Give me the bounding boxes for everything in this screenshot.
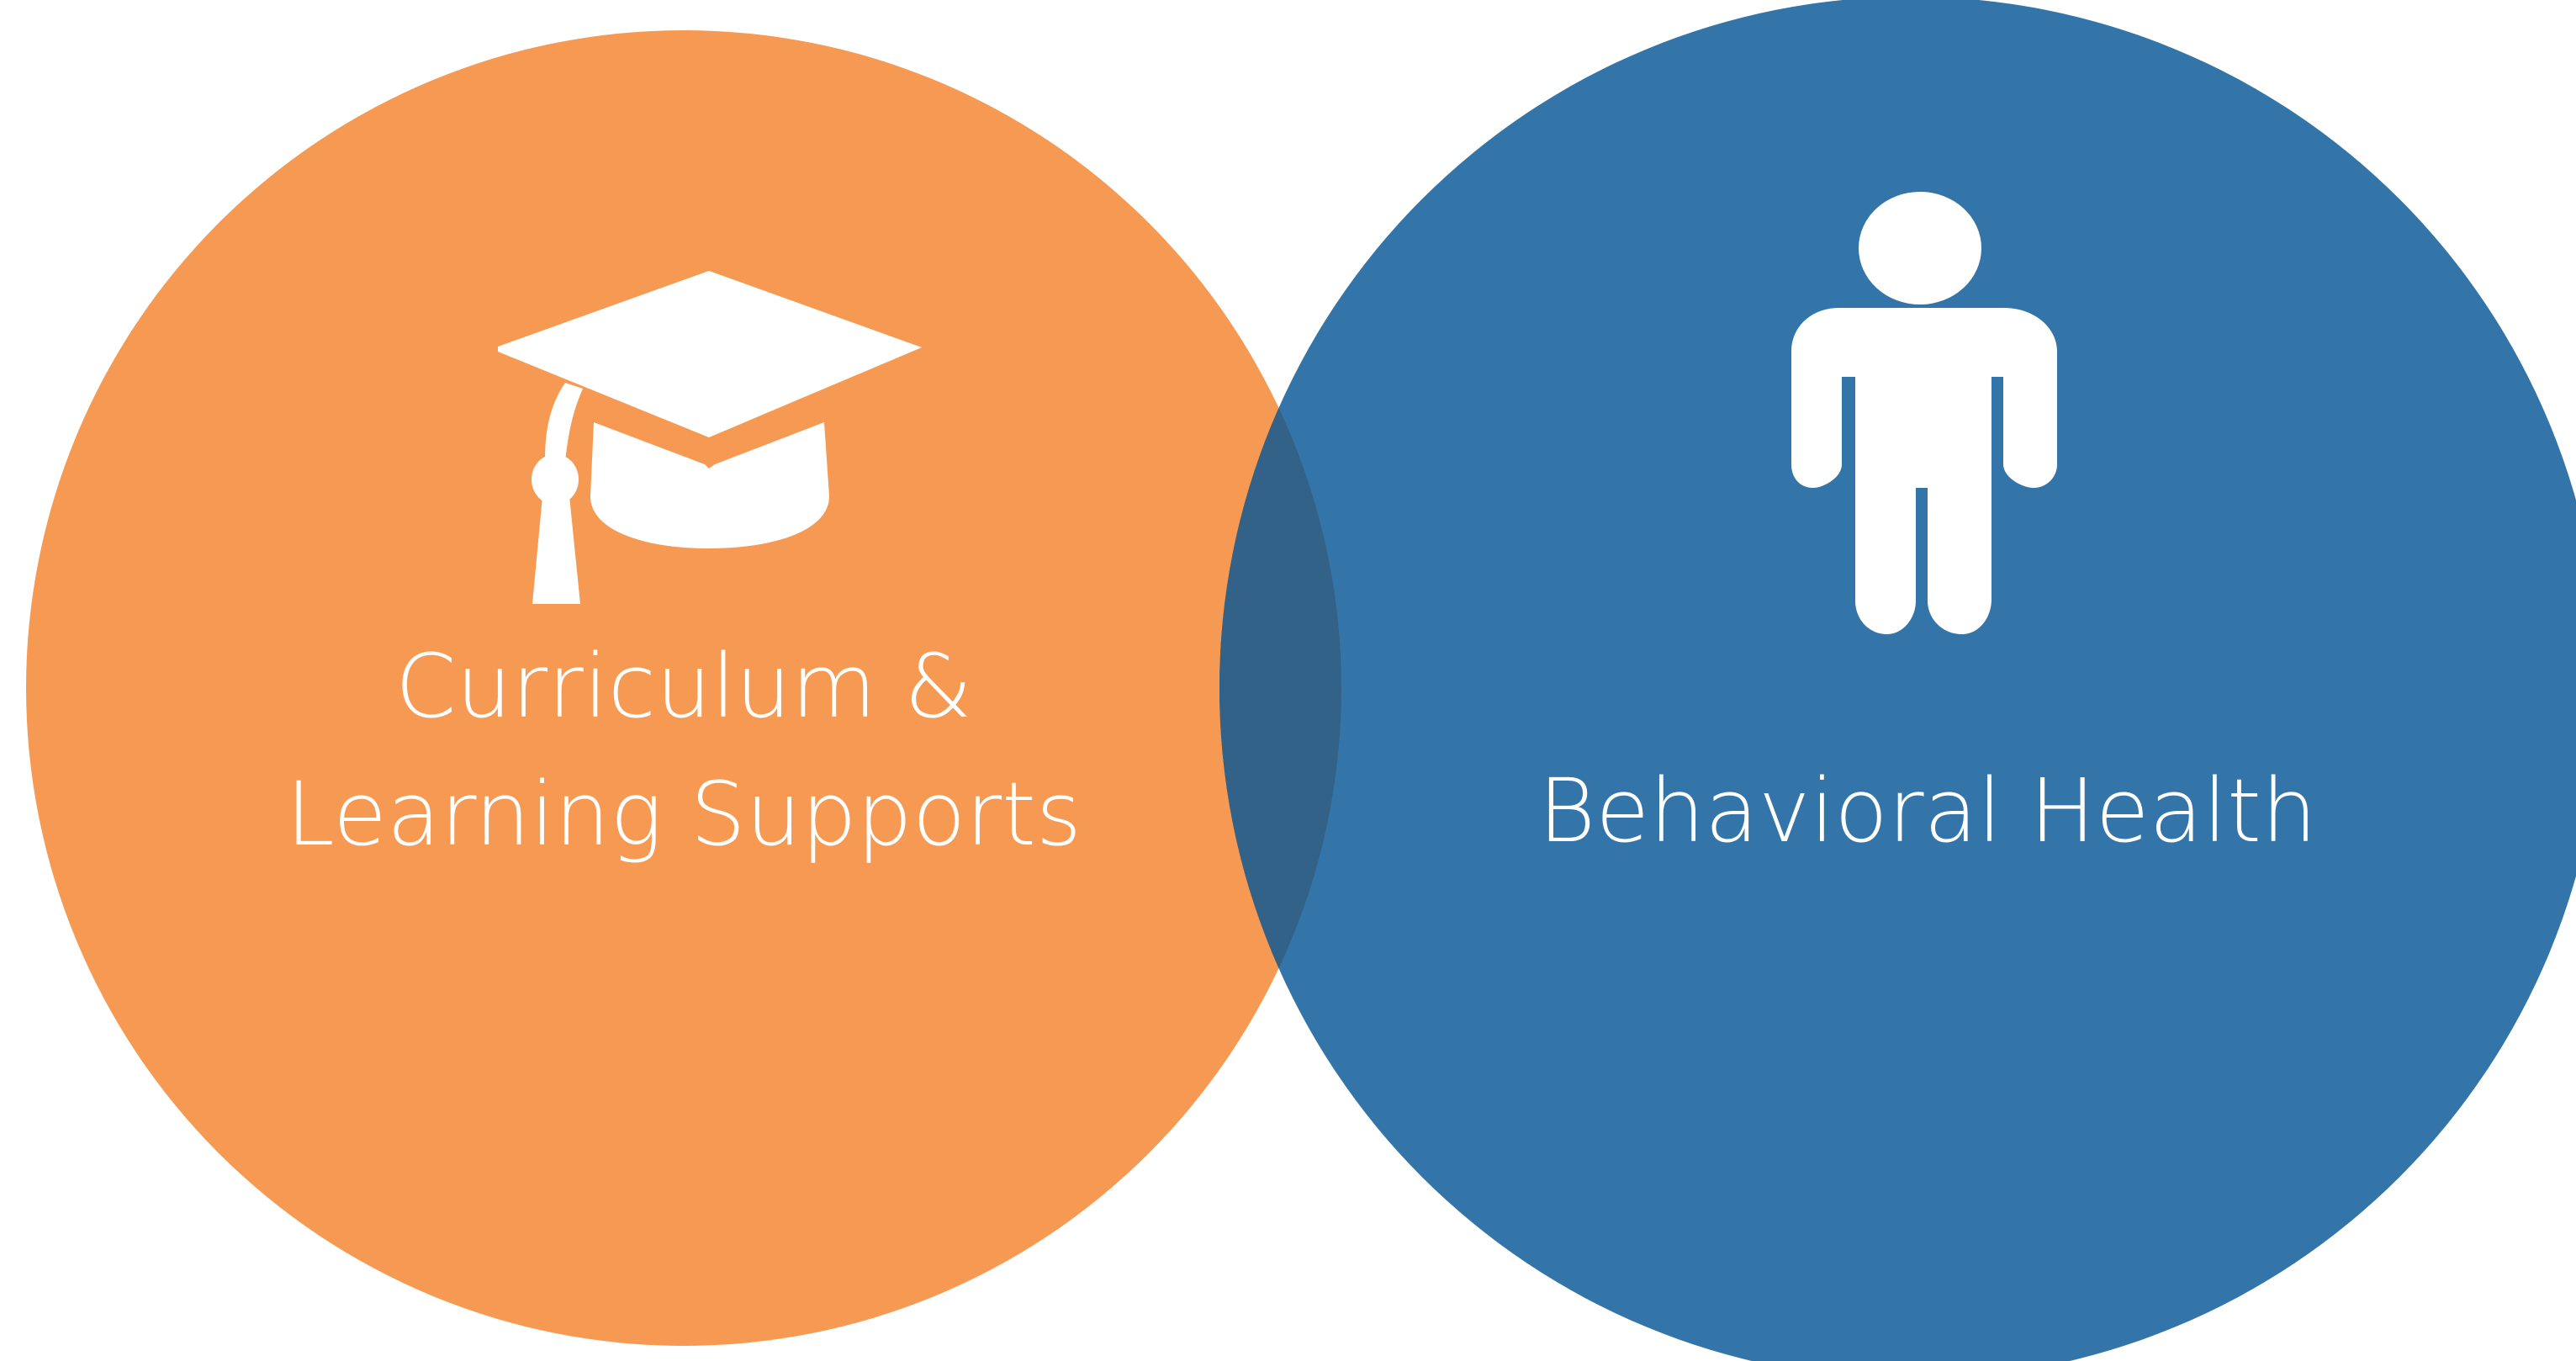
left-circle-label-line2: Learning Supports — [286, 763, 1082, 866]
graduation-cap-icon — [498, 271, 922, 604]
left-circle — [26, 30, 1341, 1346]
left-circle-label-line1: Curriculum & — [395, 635, 972, 738]
right-circle-label: Behavioral Health — [1538, 760, 2317, 862]
right-circle — [1219, 0, 2576, 1361]
person-icon — [1791, 192, 2057, 634]
